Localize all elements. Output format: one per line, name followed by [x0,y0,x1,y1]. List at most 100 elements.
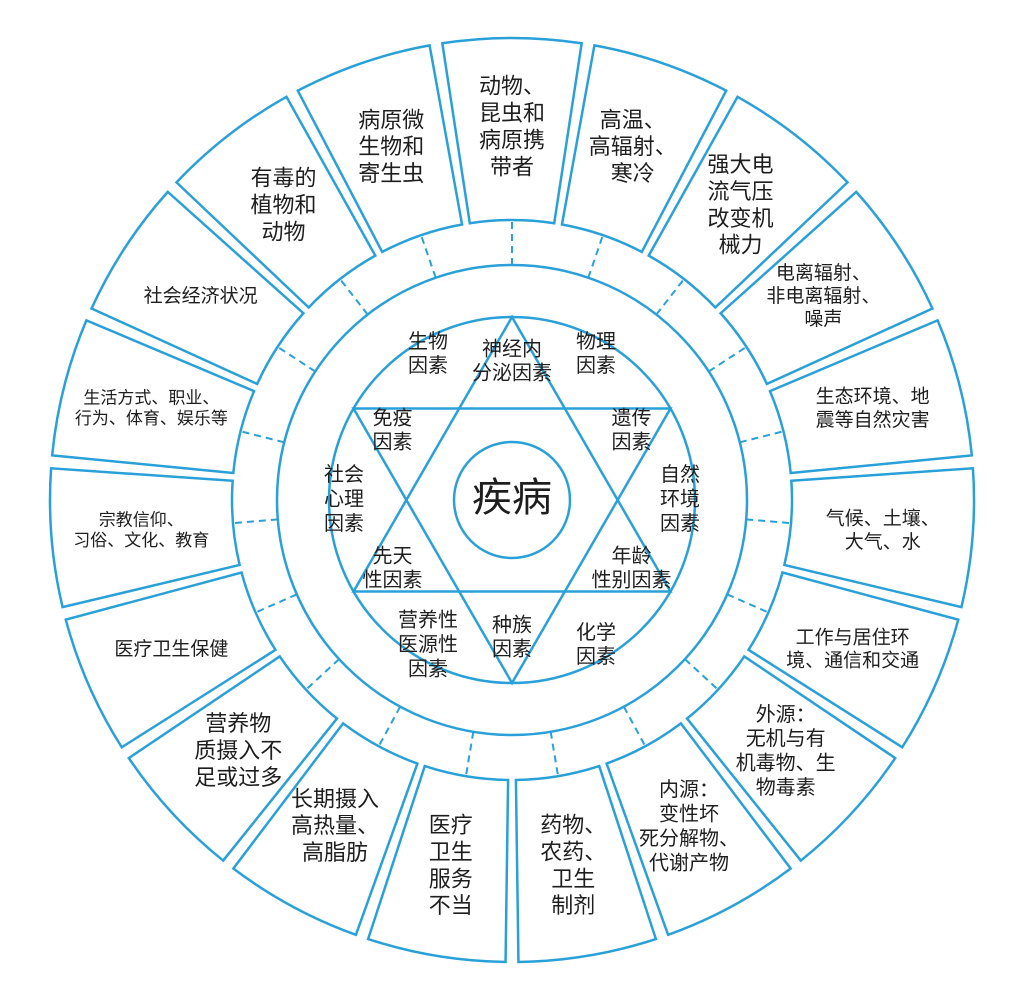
outer-label-line: 生态环境、地 [816,386,930,408]
center-circle [452,440,572,560]
outer-label-line: 昆虫和 [479,102,545,127]
outer-label-high-temp: 高温、高辐射、寒冷 [589,108,677,187]
outer-label-line: 流气压 [707,180,773,205]
outer-cell-medical-service [366,764,510,964]
connector-lines [232,220,792,777]
outer-label-line: 高脂肪 [302,841,368,866]
inner-label-line: 因素 [408,656,448,680]
inner-label-line: 因素 [324,511,364,535]
outer-label-climate: 气候、土壤、大气、水 [826,508,940,553]
hexagram-star [351,314,673,686]
inner-label-line: 物理 [576,329,616,353]
outer-label-line: 械力 [718,234,762,259]
outer-label-line: 习俗、文化、教育 [73,531,209,551]
outer-cell-exogenous [685,654,897,863]
outer-label-radiation-noise: 电离辐射、非电离辐射、噪声 [766,262,880,330]
connector-high-calorie [377,706,402,747]
inner-label-line: 环境 [660,487,700,511]
inner-label-line: 因素 [372,430,412,454]
outer-label-line: 大气、水 [845,531,921,553]
outer-label-line: 宗教信仰、 [99,510,184,530]
outer-label-line: 改变机 [707,207,773,232]
outer-cell-high-temp [560,43,728,254]
connector-pathogens [420,234,437,279]
outer-label-line: 死分解物、 [639,826,739,850]
connector-toxic-plants [339,278,369,316]
connector-electric-pressure [655,278,685,316]
outer-cell-socioeconomic [89,190,306,386]
outer-label-line: 药物、 [540,814,606,839]
inner-label-line: 免疫 [372,405,412,429]
inner-label-line: 因素 [492,637,532,661]
connector-nutrient-intake [305,658,340,691]
inner-label-line: 性因素 [362,568,422,592]
outer-label-healthcare: 医疗卫生保健 [114,638,228,660]
connector-exogenous [684,658,719,691]
outer-label-line: 内源： [659,777,719,801]
inner-label-line: 先天 [372,543,412,567]
connector-lifestyle [240,430,285,444]
outer-label-line: 足或过多 [194,766,282,791]
outer-label-line: 外源： [756,702,816,726]
inner-label-line: 性别因素 [592,568,672,592]
inner-label-line: 生物 [408,329,448,353]
outer-label-line: 震等自然灾害 [816,409,930,431]
outer-label-socioeconomic: 社会经济状况 [144,285,258,307]
outer-cell-toxic-plants [174,95,378,310]
inner-label-line: 遗传 [612,405,652,429]
outer-cell-radiation-noise [718,190,935,386]
outer-label-line: 动物、 [479,75,545,100]
connector-healthcare [255,593,298,614]
star-triangle-up [351,314,673,593]
outer-label-line: 卫生 [551,867,595,892]
outer-label-line: 境、通信和交通 [786,650,919,672]
outer-label-line: 社会经济状况 [144,285,258,307]
inner-factor-labels: 神经内分泌因素物理因素遗传因素自然环境因素年龄性别因素化学因素种族因素营养性医源… [324,329,700,681]
connector-high-temp [587,234,604,279]
outer-cell-work-living [746,570,960,749]
outer-label-line: 病原微 [358,108,424,133]
outer-label-line: 物毒素 [756,775,816,799]
connector-radiation-noise [708,346,747,373]
outer-label-line: 医疗 [429,814,473,839]
outer-label-line: 有毒的 [251,167,317,192]
outer-label-line: 卫生 [429,841,473,866]
center-label: 疾病 [472,475,552,521]
outer-label-line: 非电离辐射、 [766,285,880,307]
outer-label-line: 病原携 [479,128,545,153]
outer-label-line: 变性坏 [659,801,719,825]
outer-label-line: 寒冷 [611,162,655,187]
star-triangle-down [351,407,673,686]
outer-label-religion: 宗教信仰、习俗、文化、教育 [73,510,209,551]
outer-label-line: 行为、体育、娱乐等 [75,409,228,429]
outer-label-line: 噪声 [804,308,842,330]
outer-cell-animals-insects [440,36,584,225]
outer-cell-ecology-disaster [768,318,974,475]
outer-label-line: 代谢产物 [649,850,729,874]
outer-label-line: 电离辐射、 [776,262,871,284]
outer-label-line: 工作与居住环 [796,626,910,648]
outer-label-line: 质摄入不 [194,739,282,764]
outer-label-line: 植物和 [251,193,317,218]
inner-label-line: 种族 [492,612,532,636]
outer-label-line: 机毒物、生 [736,751,836,775]
inner-label-line: 因素 [612,430,652,454]
outer-label-line: 服务 [429,867,473,892]
inner-label-line: 因素 [660,511,700,535]
outer-label-line: 农药、 [540,841,606,866]
